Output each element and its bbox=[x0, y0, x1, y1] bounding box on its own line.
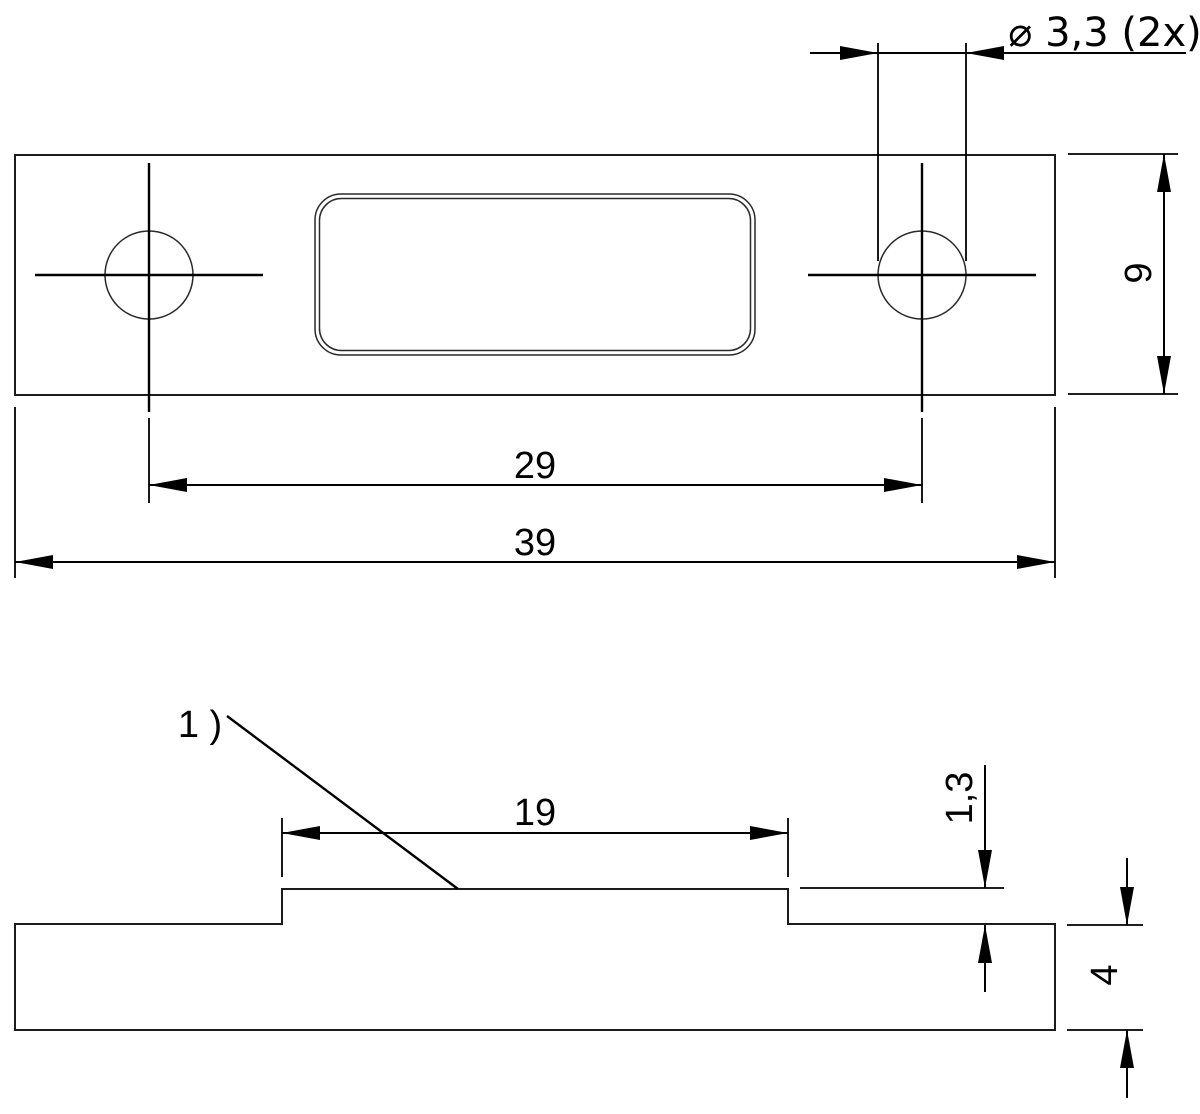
dim-label-hole-diameter: ⌀ 3,3 (2x) bbox=[1008, 10, 1200, 56]
dim-label-boss-height: 1,3 bbox=[939, 772, 981, 825]
side-profile-outline bbox=[14, 888, 1056, 1031]
arrowhead bbox=[1120, 887, 1134, 925]
dim-label-plate-width: 9 bbox=[1118, 262, 1160, 283]
plate-outline bbox=[14, 154, 1056, 396]
arrowhead bbox=[15, 555, 53, 569]
arrowhead bbox=[1017, 555, 1055, 569]
dim-hole-spacing: 29 bbox=[148, 418, 923, 503]
arrowhead bbox=[1157, 154, 1171, 192]
dim-label-overall-length: 39 bbox=[514, 522, 556, 564]
arrowhead bbox=[282, 826, 320, 840]
arrowhead bbox=[1120, 1030, 1134, 1068]
arrowhead bbox=[840, 46, 878, 60]
dim-boss-height: 1,3 bbox=[800, 765, 1004, 992]
dim-plate-width: 9 bbox=[1068, 153, 1178, 395]
dim-label-hole-spacing: 29 bbox=[514, 445, 556, 487]
slot-inner-outline bbox=[318, 197, 752, 352]
side-view bbox=[14, 888, 1056, 1031]
top-view bbox=[14, 154, 1056, 412]
dim-hole-diameter: ⌀ 3,3 (2x) bbox=[810, 10, 1200, 261]
dim-boss-length: 19 bbox=[281, 792, 789, 877]
arrowhead bbox=[1157, 356, 1171, 394]
dim-overall-length: 39 bbox=[14, 407, 1056, 578]
slot-outer-outline bbox=[314, 193, 756, 356]
dim-label-boss-length: 19 bbox=[514, 792, 556, 834]
arrowhead bbox=[978, 925, 992, 963]
arrowhead bbox=[149, 478, 187, 492]
arrowhead bbox=[978, 850, 992, 888]
dim-label-base-thickness: 4 bbox=[1084, 964, 1126, 985]
dim-base-thickness: 4 bbox=[1067, 858, 1143, 1098]
arrowhead bbox=[750, 826, 788, 840]
flag-note-label: 1 ) bbox=[178, 704, 222, 746]
leader-line bbox=[226, 715, 459, 890]
arrowhead bbox=[884, 478, 922, 492]
arrowhead bbox=[966, 46, 1004, 60]
flag-note: 1 ) bbox=[178, 704, 459, 890]
